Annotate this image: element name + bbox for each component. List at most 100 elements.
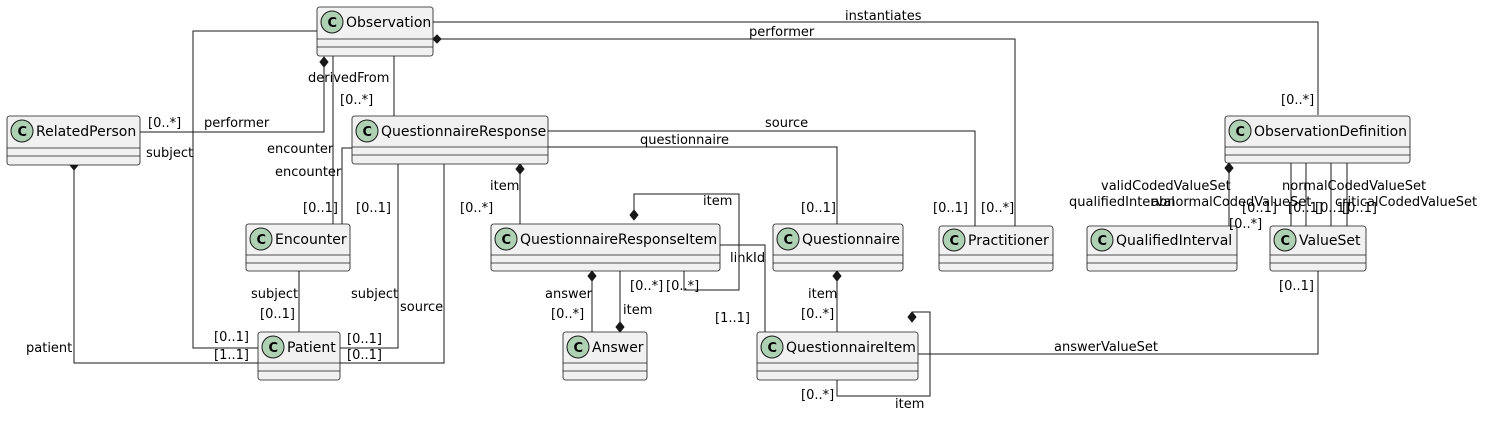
label-qri-self-item: item [703,194,732,209]
label-obsdef-mult: [0..*] [1281,93,1314,108]
label-obs-encounter: encounter [267,142,334,157]
label-instantiates: instantiates [845,9,922,24]
label-qr-item: item [490,179,519,194]
edge-qri-self [633,193,740,291]
label-derived-from: derivedFrom [308,71,389,86]
class-encounter[interactable]: C Encounter [245,223,351,272]
class-badge: C [269,341,279,356]
label-enc-subject: subject [251,287,298,302]
label-q-item: item [808,287,837,302]
label-enc-subject-mult: [0..1] [260,307,295,322]
label-qr-subject-mult: [0..1] [356,201,391,216]
edge-performer-relatedperson [140,63,325,133]
label-patient: patient [26,341,72,356]
diamond-questionnaire-item [832,270,842,282]
diamond-qi-self [907,311,917,323]
class-name-patient: Patient [287,340,336,356]
edge-qr-source [340,164,445,364]
class-questionnaire-response-item[interactable]: C QuestionnaireResponseItem [490,223,721,272]
edge-observation-subject [192,30,317,349]
label-rp-performer-mult: [0..*] [148,116,181,131]
class-qualified-interval[interactable]: C QualifiedInterval [1086,225,1238,272]
class-badge: C [1098,234,1108,249]
label-qualified-interval: qualifiedInterval [1069,195,1175,210]
label-normal-coded: normalCodedValueSet [1282,179,1426,194]
label-answer-value-set-mult: [0..1] [1279,279,1314,294]
label-qr-source: source [400,300,443,315]
class-badge: C [502,233,512,248]
label-patient-mult: [1..1] [214,348,249,363]
class-related-person[interactable]: C RelatedPerson [6,115,141,166]
edge-instantiates [433,21,1319,115]
class-name-value-set: ValueSet [1299,233,1361,249]
edge-qr-subject [340,164,399,349]
class-name-encounter: Encounter [275,232,347,248]
label-answer-item-mult: [0..*] [630,279,663,294]
label-questionnaire: questionnaire [640,133,729,148]
class-value-set[interactable]: C ValueSet [1269,225,1367,272]
edges [73,21,1348,397]
label-performer-practitioner-mult: [0..*] [981,201,1014,216]
class-badge: C [1236,125,1246,140]
edge-performer-practitioner [441,38,1016,226]
class-name-qualified-interval: QualifiedInterval [1116,233,1232,249]
class-name-questionnaire-response-item: QuestionnaireResponseItem [520,232,717,248]
label-qi-self-item-mult: [0..*] [801,388,834,403]
edge-patient [73,170,258,364]
label-rp-subject: subject [146,146,193,161]
edge-qi-self [836,311,931,397]
label-valid-coded: validCodedValueSet [1101,179,1231,194]
label-link-id: linkId [730,251,765,266]
class-name-questionnaire-item: QuestionnaireItem [786,340,916,356]
class-observation-definition[interactable]: C ObservationDefinition [1224,115,1411,164]
class-questionnaire-item[interactable]: C QuestionnaireItem [756,331,919,381]
class-badge: C [363,125,373,140]
class-badge: C [784,233,794,248]
label-rp-performer: performer [204,116,270,131]
edge-answer-value-set [918,271,1319,355]
label-abnormal-mult: [0..1] [1315,201,1350,216]
label-qr-encounter: encounter [275,165,342,180]
label-qr-subject-patient-mult: [0..1] [347,332,382,347]
class-patient[interactable]: C Patient [257,331,341,381]
class-practitioner[interactable]: C Practitioner [938,225,1054,272]
class-name-practitioner: Practitioner [968,233,1049,249]
label-qri-answer: answer [545,287,593,302]
class-badge: C [257,233,267,248]
label-performer-top: performer [749,25,815,40]
class-name-answer: Answer [592,340,644,356]
label-qr-item-mult: [0..*] [460,201,493,216]
diamond-observation-performer [432,34,442,44]
class-observation[interactable]: C Observation [316,6,434,57]
label-derived-from-mult: [0..*] [340,93,373,108]
diamond-obsdef [1224,162,1234,174]
class-badge: C [18,125,28,140]
class-name-questionnaire: Questionnaire [802,232,900,248]
label-qr-source-patient-mult: [0..1] [347,348,382,363]
label-qri-self-item-mult: [0..*] [666,279,699,294]
class-badge: C [328,16,338,31]
class-answer[interactable]: C Answer [562,331,648,381]
label-source-practitioner-mult: [0..1] [933,201,968,216]
composition-diamonds [69,34,1234,333]
label-qi-self-item: item [895,397,924,412]
label-normal-mult: [0..1] [1288,201,1323,216]
label-link-id-mult: [1..1] [715,311,750,326]
label-abnormal-coded: abnormalCodedValueSet [1151,195,1311,210]
class-badge: C [1281,234,1291,249]
diamond-observation-derived [319,56,329,68]
class-badge: C [768,341,778,356]
label-qi-mult: [0..*] [1229,217,1262,232]
label-answer-value-set: answerValueSet [1054,340,1158,355]
edge-questionnaire [548,146,838,226]
label-q-item-mult: [0..*] [801,307,834,322]
class-badge: C [950,234,960,249]
class-questionnaire[interactable]: C Questionnaire [772,223,904,272]
class-badge: C [574,341,584,356]
diamond-qri-self [629,209,639,221]
class-questionnaire-response[interactable]: C QuestionnaireResponse [351,115,549,165]
label-qr-subject: subject [351,287,398,302]
edge-qr-encounter [341,147,352,224]
edge-link-id [720,244,766,332]
